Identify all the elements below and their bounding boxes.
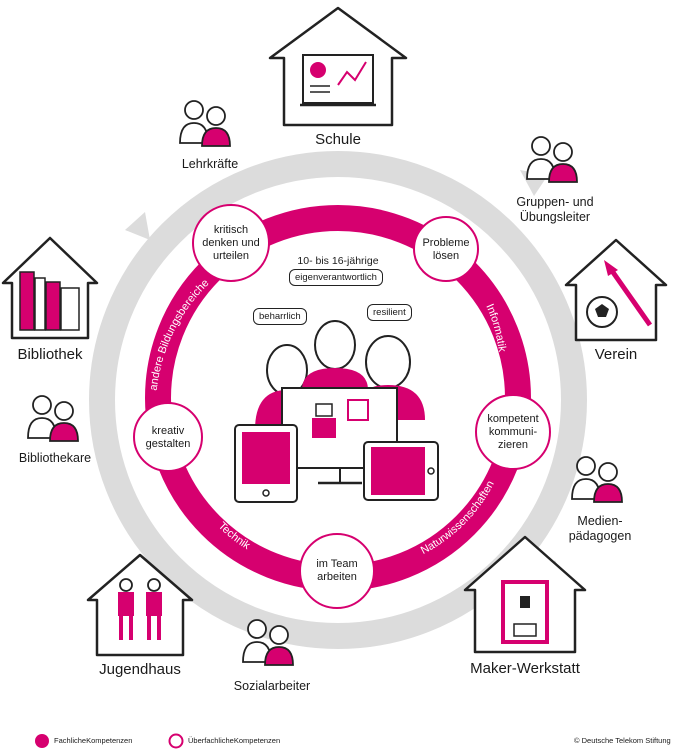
ring-label-mathematik: Mathematik [308, 192, 368, 207]
place-label-verein: Verein [594, 346, 638, 363]
person-label-sozialarbeiter: Sozialarbeiter [233, 679, 311, 693]
competency-line: im Team [316, 558, 358, 570]
people-icon-bibliothekare [27, 395, 79, 442]
house-verein [564, 238, 668, 342]
person-label-medien-1: Medien- [577, 514, 623, 528]
competency-circle-kritisch [192, 204, 270, 282]
person-label-gruppen-1: Gruppen- und [516, 195, 594, 209]
people-icon-medien [571, 456, 623, 503]
outer-ring [89, 151, 587, 649]
tablet-right-icon [363, 441, 439, 501]
competency-line: Probleme [422, 237, 470, 249]
credit-label: © Deutsche Telekom Stiftung [574, 736, 671, 745]
legend-ueber: ÜberfachlicheKompetenzen [188, 736, 280, 745]
competency-circle-kompetent [475, 394, 551, 470]
place-label-maker: Maker-Werkstatt [470, 660, 580, 677]
competency-label-kritisch: kritisch denken und urteilen [193, 224, 269, 263]
competency-label-probleme: Probleme lösen [412, 237, 480, 263]
speech-bubble-resilient: resilient [367, 304, 412, 321]
credit: © Deutsche Telekom Stiftung [574, 736, 671, 745]
competency-line: zieren [498, 439, 528, 451]
place-label-schule: Schule [315, 131, 361, 148]
legend-label-fach: FachlicheKompetenzen [54, 736, 133, 745]
person-label-medien-2: pädagogen [568, 529, 632, 543]
chart-board-icon [300, 54, 376, 107]
people-icon-sozialarbeiter [242, 619, 294, 666]
books-icon [19, 271, 80, 331]
ring-arrow [125, 212, 150, 240]
legend-dot-ueber [168, 733, 184, 749]
house-maker [463, 535, 587, 654]
competency-label-kompetent: kompetent kommuni- zieren [476, 413, 550, 452]
legend-fach: FachlicheKompetenzen [54, 736, 132, 745]
speech-bubble-beharrlich: beharrlich [253, 308, 307, 325]
people-icon-lehrkraefte [179, 100, 231, 147]
competency-line: kompetent [487, 413, 539, 425]
tablet-left-icon [234, 424, 298, 503]
competency-line: arbeiten [317, 571, 357, 583]
svg-text:Mathematik: Mathematik [308, 192, 368, 207]
person-label-bibliothekare: Bibliothekare [18, 451, 92, 465]
competency-label-kreativ: kreativ gestalten [134, 425, 202, 451]
kids-icon [118, 578, 162, 640]
person-label-gruppen-2: Übungsleiter [519, 210, 591, 224]
place-label-jugendhaus: Jugendhaus [99, 661, 181, 678]
legend-label-ueber: ÜberfachlicheKompetenzen [188, 736, 281, 745]
person-label-lehrkraefte: Lehrkräfte [181, 157, 239, 171]
football-trumpet-icon [586, 260, 653, 328]
competency-line: gestalten [145, 438, 191, 450]
place-label-bibliothek: Bibliothek [17, 346, 83, 363]
competency-line: lösen [432, 250, 460, 262]
people-icon-gruppen [526, 136, 578, 183]
speech-bubble-eigenverantwortlich: eigenverantwortlich [289, 269, 383, 286]
competency-line: kommuni- [488, 426, 538, 438]
legend-dot-fach [35, 734, 49, 748]
competency-label-team: im Team arbeiten [300, 558, 374, 584]
house-jugendhaus [86, 553, 194, 657]
competency-circle-kreativ [133, 402, 203, 472]
competency-line: kreativ [151, 425, 185, 437]
competency-line: urteilen [212, 250, 250, 262]
competency-circle-probleme [413, 216, 479, 282]
age-label: 10- bis 16-jährige [297, 255, 379, 267]
competency-circle-team [299, 533, 375, 609]
competency-line: kritisch [213, 224, 249, 236]
3d-printer-icon [501, 580, 549, 644]
competency-line: denken und [202, 237, 260, 249]
